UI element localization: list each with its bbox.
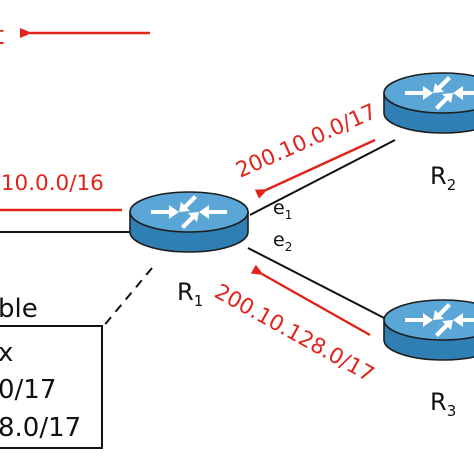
- routing-table-box: [0, 325, 103, 449]
- router-r1-icon: [129, 191, 249, 253]
- routing-table-row-1: 0/17: [0, 375, 56, 405]
- route-arrow-r2-to-r1: [254, 138, 376, 199]
- routing-table-row-2: 8.0/17: [0, 413, 81, 443]
- router-r2[interactable]: [383, 72, 474, 134]
- link-r1-r2: [249, 139, 396, 216]
- route-arrow-r3-to-r1: [250, 264, 371, 337]
- route-label-r3-prefix: 200.10.128.0/17: [210, 279, 378, 387]
- router-r2-icon: [383, 72, 474, 134]
- router-r2-label: R2: [430, 162, 456, 194]
- interface-e2-label: e2: [273, 229, 292, 254]
- link-r1-r3: [247, 247, 393, 323]
- router-r3-label: R3: [430, 388, 456, 420]
- router-r3-icon: [383, 299, 474, 361]
- interface-e1-label: e1: [273, 197, 292, 222]
- route-label-r1-aggregate: .10.0.0/16: [0, 171, 104, 196]
- legend-fragment-text: t: [0, 21, 4, 51]
- router-r3[interactable]: [383, 299, 474, 361]
- router-r1-label: R1: [177, 278, 203, 310]
- routing-table-header: x: [0, 338, 13, 368]
- routing-table-title: ble: [0, 294, 38, 324]
- link-r1-table-dashed: [101, 267, 153, 329]
- router-r1[interactable]: [129, 191, 249, 253]
